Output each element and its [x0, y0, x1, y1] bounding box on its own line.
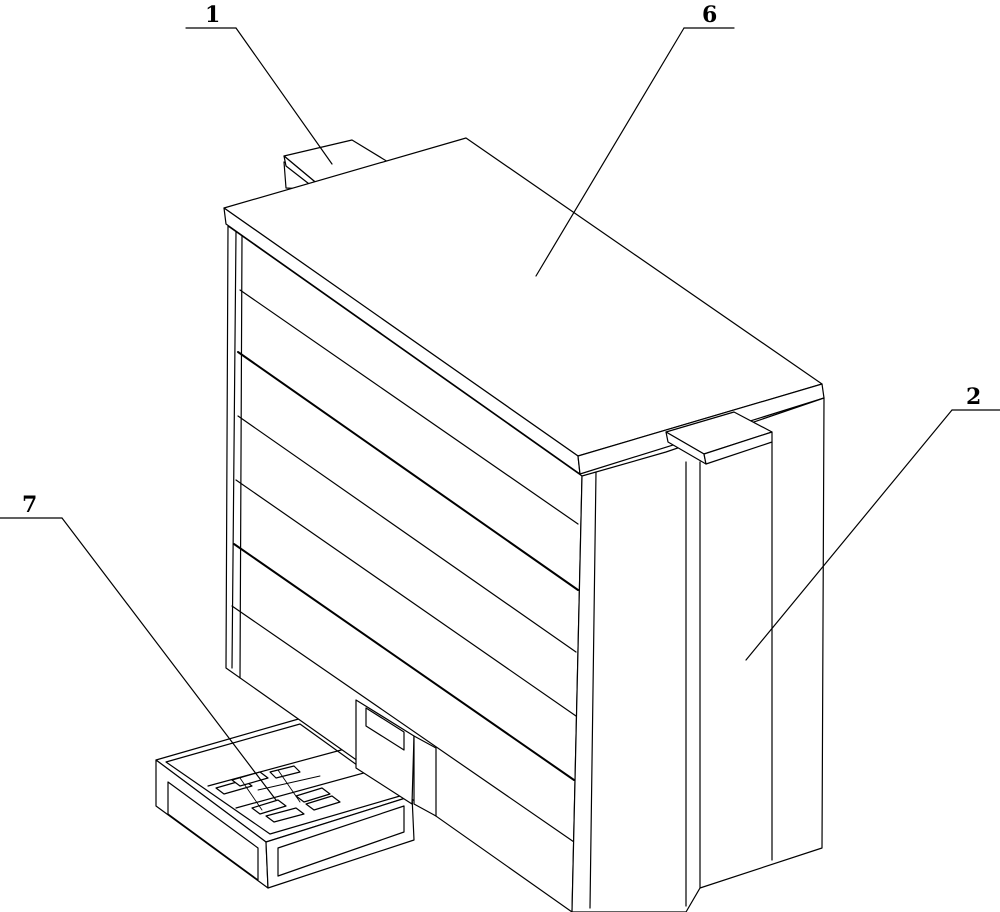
label-2: 2	[966, 384, 981, 410]
label-6: 6	[702, 2, 717, 28]
tray-clips	[215, 765, 341, 823]
label-7: 7	[22, 492, 37, 518]
tray	[155, 717, 415, 889]
cabinet	[223, 137, 825, 912]
leader-lines	[0, 27, 1000, 801]
drawer-seams	[231, 289, 579, 843]
label-1: 1	[205, 2, 220, 28]
